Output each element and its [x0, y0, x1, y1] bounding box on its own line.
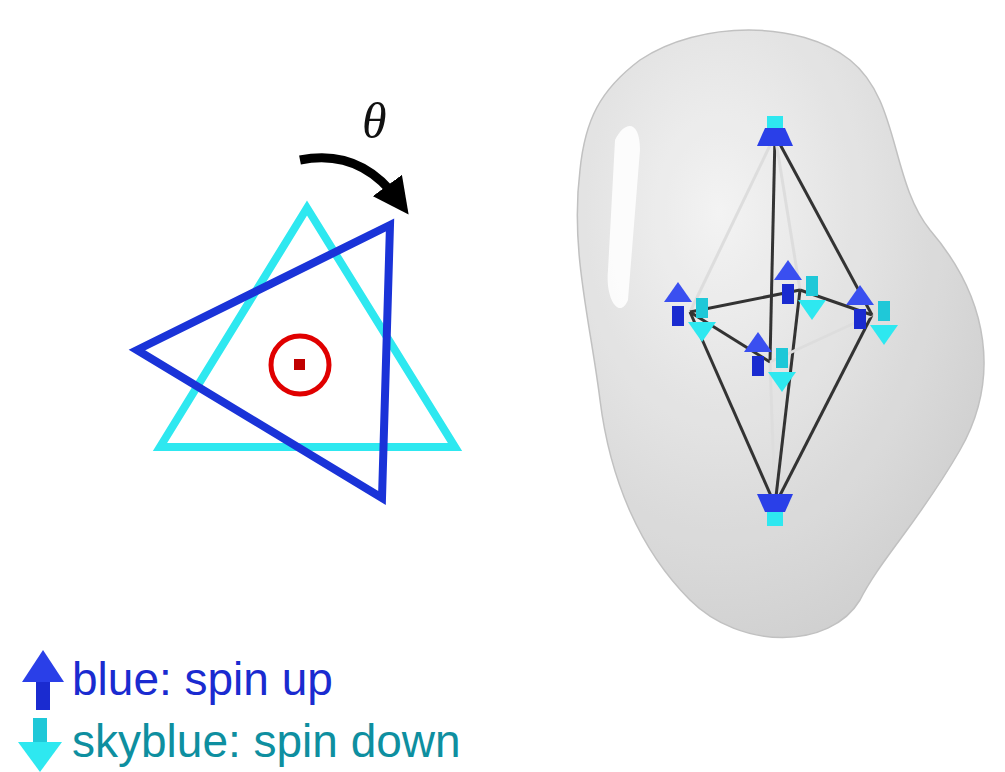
electron-density	[577, 30, 984, 638]
rotation-arrow	[300, 158, 398, 200]
angle-label: θ	[362, 92, 387, 150]
spin-down-arrow	[798, 276, 826, 320]
axis-dot	[294, 359, 305, 370]
spin-cone	[757, 128, 793, 146]
spin-cone	[757, 494, 793, 512]
spin-up-arrow	[744, 332, 772, 376]
bond	[775, 135, 872, 315]
legend-text: blue: spin up	[72, 652, 333, 706]
spin-down-arrow	[688, 298, 716, 342]
highlight	[608, 126, 640, 308]
spin-up-arrow	[846, 285, 874, 329]
spin-up-triangle	[137, 225, 390, 498]
bond	[690, 312, 775, 505]
bond	[690, 135, 775, 312]
legend-text: skyblue: spin down	[72, 714, 461, 768]
legend-up-arrow	[22, 650, 64, 710]
spin-up-arrow	[664, 282, 692, 326]
spin-down-arrow	[768, 348, 796, 392]
bond	[770, 362, 775, 505]
legend-down-arrow	[18, 718, 62, 772]
spin-down-arrow	[870, 301, 898, 345]
cluster	[664, 116, 898, 526]
spin-down-triangle	[160, 208, 455, 447]
bond	[775, 315, 872, 505]
spin-up-arrow	[774, 260, 802, 304]
bond	[775, 290, 800, 505]
rotation-axis	[271, 336, 329, 394]
bond	[770, 135, 775, 362]
